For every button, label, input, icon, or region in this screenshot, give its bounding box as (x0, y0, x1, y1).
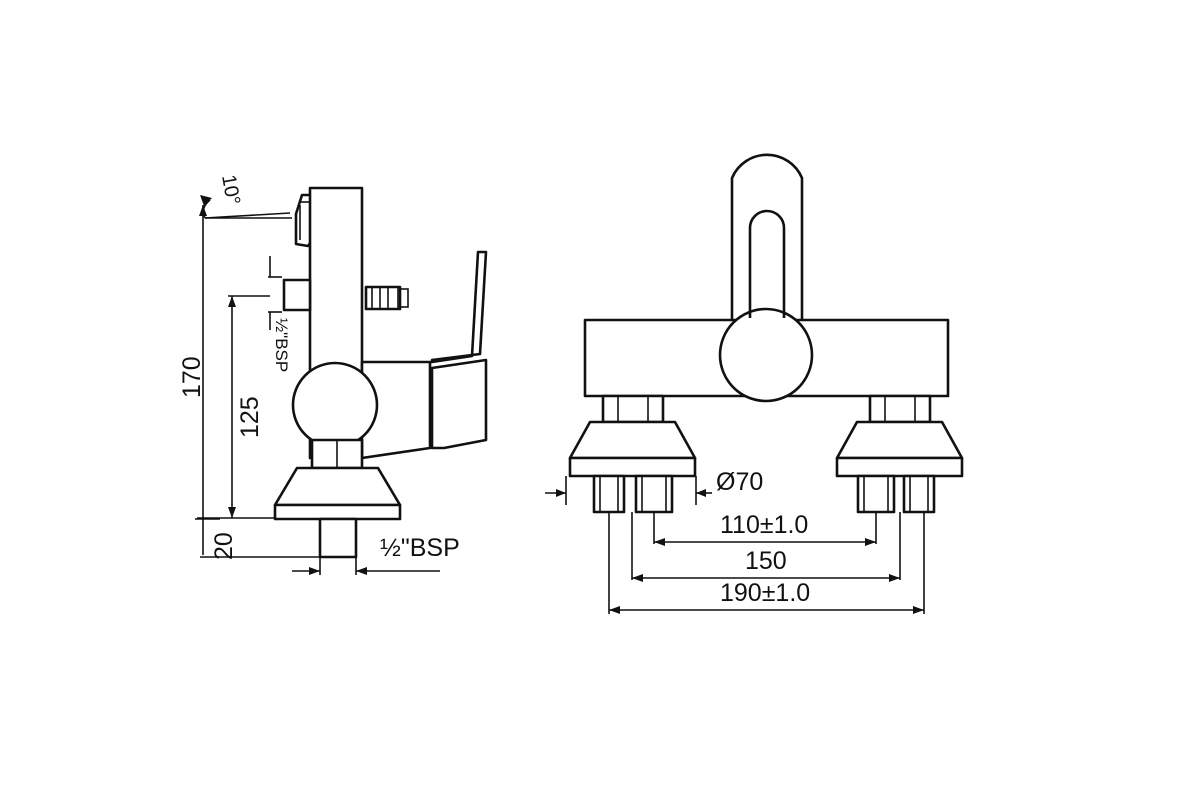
angle-marker: 10° (200, 173, 292, 219)
inlet-thread-label: ½"BSP (380, 534, 460, 562)
side-valve-body (291, 361, 379, 449)
side-flange-base (273, 503, 402, 521)
height-total-label: 170 (178, 356, 206, 398)
inlet-spacing-nominal-label: 150 (745, 547, 787, 575)
dimension-150: 150 (631, 512, 901, 582)
front-view: Ø70 110±1.0 150 190±1.0 (545, 153, 964, 614)
inlet-spacing-min-label: 110±1.0 (720, 511, 808, 539)
side-view: 10° (178, 173, 488, 575)
front-lever (730, 153, 804, 320)
front-left-connector (568, 394, 697, 514)
dimension-190: 190±1.0 (608, 512, 925, 614)
height-outlet-label: 125 (236, 396, 264, 438)
front-right-connector (835, 394, 964, 514)
front-height-marker (545, 476, 567, 505)
inlet-spacing-max-label: 190±1.0 (720, 579, 810, 607)
dimension-diameter: Ø70 (695, 468, 763, 505)
outlet-thread-label: ½"BSP (272, 318, 291, 372)
base-height-label: 20 (210, 532, 238, 560)
dimension-170: 170 (178, 205, 275, 555)
side-nut (310, 438, 364, 470)
flange-diameter-label: Ø70 (716, 468, 763, 496)
front-cartridge (718, 307, 814, 403)
side-body (282, 186, 488, 460)
dimension-125: 125 (228, 295, 270, 518)
outlet-thread-dim: ½"BSP (268, 256, 291, 372)
front-lever-slot (748, 209, 786, 318)
inlet-thread-dim: ½"BSP (292, 534, 460, 575)
side-inlet-pipe (318, 517, 358, 559)
dimension-20: 20 (195, 518, 322, 560)
side-flange (273, 466, 402, 507)
dimension-110: 110±1.0 (653, 511, 877, 546)
angle-label: 10° (217, 173, 244, 207)
